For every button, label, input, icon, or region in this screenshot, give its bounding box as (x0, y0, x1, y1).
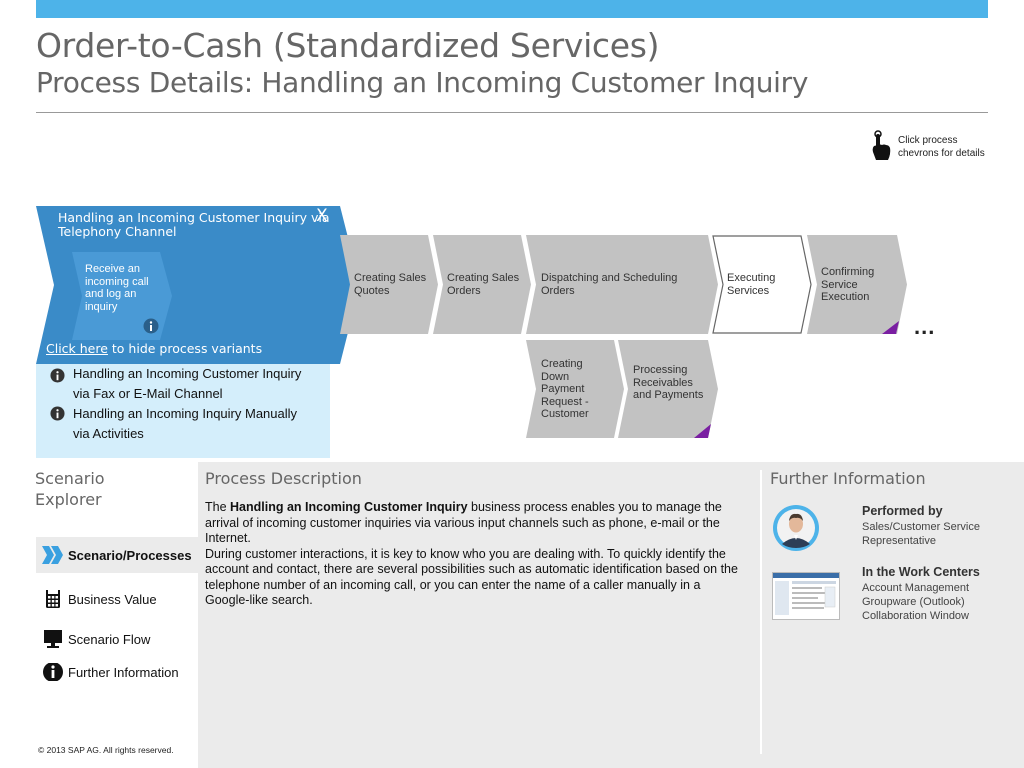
page-title: Order-to-Cash (Standardized Services) (36, 26, 660, 65)
pd-p1-pre: The (205, 500, 231, 514)
chevron-confirming-service-execution-shape (807, 235, 907, 334)
pd-p1-bold: Handling an Incoming Customer Inquiry (230, 500, 468, 514)
variant-panel-telephony[interactable]: Handling an Incoming Customer Inquiry vi… (36, 206, 360, 364)
work-center-screenshot-thumbnail[interactable] (772, 572, 840, 620)
work-center-item: Groupware (Outlook) (862, 596, 965, 608)
scenario-explorer-title-line2: Explorer (35, 490, 102, 509)
hide-variants-text: to hide process variants (107, 341, 263, 356)
process-description-paragraph-1: The Handling an Incoming Customer Inquir… (205, 500, 745, 547)
hide-variants-link[interactable]: Click here to hide process variants (46, 341, 262, 356)
hint-line-1: Click process (898, 135, 958, 146)
chevron-creating-sales-orders-shape (433, 235, 531, 334)
chevron-creating-sales-quotes-shape (340, 235, 438, 334)
chevron-confirming-service-execution-label: Confirming Service Execution (821, 266, 875, 303)
work-center-item: Collaboration Window (862, 610, 969, 622)
chevron-creating-down-payment-label: Creating Down Payment Request - Customer (541, 358, 589, 420)
monitor-icon (44, 630, 62, 648)
chevron-creating-down-payment-shape (526, 340, 624, 438)
nav-item-business-value[interactable]: Business Value (36, 581, 198, 617)
chevron-dispatching-scheduling-shape (526, 235, 718, 334)
info-icon[interactable] (50, 406, 65, 421)
performed-by-role-line2: Representative (862, 535, 936, 547)
nav-item-scenario-flow[interactable]: Scenario Flow (36, 621, 198, 657)
chevron-executing-services-label: Executing Services (727, 272, 776, 297)
chevron-receive-call-shape (72, 252, 172, 340)
nav-item-scenario-flow-label: Scenario Flow (68, 632, 151, 647)
chevron-creating-sales-quotes-label: Creating Sales Quotes (354, 272, 427, 297)
chevron-processing-receivables-label: Processing Receivables and Payments (633, 364, 704, 401)
further-information-title: Further Information (770, 469, 926, 488)
chevron-creating-sales-quotes[interactable]: Creating Sales Quotes (340, 235, 438, 334)
performed-by-label: Performed by (862, 504, 943, 518)
header-divider (36, 112, 988, 113)
chevron-confirming-service-execution[interactable]: Confirming Service Execution (807, 235, 907, 334)
chevron-creating-down-payment[interactable]: Creating Down Payment Request - Customer (526, 340, 624, 438)
chevron-dispatching-scheduling[interactable]: Dispatching and Scheduling Orders (526, 235, 718, 334)
variant-marker-icon (694, 424, 711, 438)
chevron-receive-call-label: Receive an incoming call and log an inqu… (85, 263, 149, 313)
variant-item-fax-email-line1[interactable]: Handling an Incoming Customer Inquiry (73, 366, 302, 381)
variant-panel-title: Handling an Incoming Customer Inquiry vi… (58, 210, 330, 239)
performed-by-role-line1: Sales/Customer Service (862, 521, 980, 533)
variant-item-manual-line1[interactable]: Handling an Incoming Inquiry Manually (73, 406, 298, 421)
click-here-link[interactable]: Click here (46, 341, 108, 356)
nav-item-scenario-processes-label: Scenario/Processes (68, 548, 192, 563)
nav-item-business-value-label: Business Value (68, 592, 157, 607)
work-centers-section: In the Work Centers Account Management G… (862, 565, 980, 623)
info-icon (43, 663, 63, 681)
variant-item-fax-email-line2[interactable]: via Fax or E-Mail Channel (73, 386, 223, 401)
thumbnail-image (773, 573, 839, 615)
work-centers-label: In the Work Centers (862, 565, 980, 579)
pointing-hand-icon (872, 130, 891, 160)
variant-item-manual-line2[interactable]: via Activities (73, 426, 144, 441)
double-chevron-icon (42, 546, 63, 564)
chevron-creating-sales-orders[interactable]: Creating Sales Orders (433, 235, 531, 334)
info-icon[interactable] (50, 368, 65, 383)
info-icon[interactable] (143, 318, 159, 334)
chevron-creating-sales-orders-label: Creating Sales Orders (447, 272, 520, 297)
process-description-paragraph-2: During customer interactions, it is key … (205, 546, 738, 608)
nav-item-scenario-processes[interactable]: Scenario/Processes (36, 537, 198, 573)
work-center-item: Account Management (862, 582, 970, 594)
nav-item-further-information[interactable]: Further Information (36, 654, 198, 690)
process-variants-list: Handling an Incoming Customer Inquiry vi… (36, 364, 330, 458)
avatar (773, 505, 819, 551)
variant-marker-icon (882, 321, 899, 334)
chevron-processing-receivables[interactable]: Processing Receivables and Payments (618, 340, 718, 438)
hint-line-2: chevrons for details (898, 148, 985, 159)
chevron-executing-services-shape (712, 235, 812, 334)
process-description-title: Process Description (205, 469, 362, 488)
top-accent-bar (36, 0, 988, 18)
details-divider (760, 470, 762, 754)
pd-p1-post: business process enables you to manage t… (205, 500, 722, 545)
performed-by-section: Performed by Sales/Customer Service Repr… (862, 504, 980, 548)
page-subtitle: Process Details: Handling an Incoming Cu… (36, 66, 809, 99)
chevron-executing-services[interactable]: Executing Services (712, 235, 812, 334)
close-icon[interactable]: X (316, 206, 328, 226)
nav-item-further-information-label: Further Information (68, 665, 179, 680)
chevron-dispatching-scheduling-label: Dispatching and Scheduling Orders (541, 272, 678, 297)
more-steps-indicator: ... (914, 314, 936, 339)
chevron-processing-receivables-shape (618, 340, 718, 438)
details-pane (198, 462, 1024, 768)
process-description-body: The Handling an Incoming Customer Inquir… (205, 500, 745, 609)
scenario-explorer-title-line1: Scenario (35, 469, 105, 488)
copyright-notice: © 2013 SAP AG. All rights reserved. (38, 745, 174, 755)
scenario-explorer-title: Scenario Explorer (35, 468, 105, 510)
calculator-icon (46, 590, 60, 608)
chevron-receive-call[interactable]: Receive an incoming call and log an inqu… (72, 252, 172, 340)
click-hint: Click process chevrons for details (870, 130, 1000, 164)
